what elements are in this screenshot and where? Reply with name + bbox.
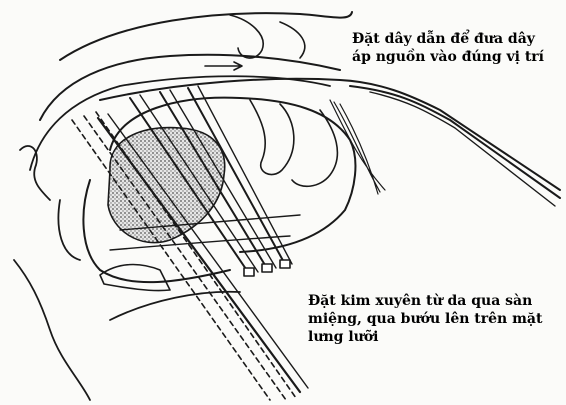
skull-curve-2 <box>280 22 305 58</box>
needle-hub-3 <box>280 260 290 268</box>
guide-wire-sheath-inner <box>370 92 555 206</box>
needle-hub-1 <box>244 268 254 276</box>
skull-curve <box>230 15 263 58</box>
guide-wire-caption-line2: áp nguồn vào đúng vị trí <box>352 48 544 66</box>
palate-outline <box>40 55 340 120</box>
face-profile <box>14 260 90 400</box>
neck-curve <box>110 292 240 320</box>
guide-wire-sheath <box>350 86 560 198</box>
needle-caption-line3: lưng lưỡi <box>308 328 542 346</box>
hyoid-shape <box>100 265 170 291</box>
tumor-region <box>108 128 225 243</box>
tongue-base <box>250 100 294 175</box>
upper-jaw-outline <box>60 12 352 60</box>
guide-wire-caption: Đặt dây dẫn để đưa dây áp nguồn vào đúng… <box>352 30 544 66</box>
needle-caption-line2: miệng, qua bướu lên trên mặt <box>308 310 542 328</box>
guide-wire-caption-line1: Đặt dây dẫn để đưa dây <box>352 30 544 48</box>
needle-caption: Đặt kim xuyên từ da qua sàn miệng, qua b… <box>308 292 542 346</box>
direction-arrow <box>205 62 242 70</box>
brush-ends <box>330 100 385 194</box>
chin-curve <box>58 200 80 260</box>
needle-hub-2 <box>262 264 272 272</box>
needle-caption-line1: Đặt kim xuyên từ da qua sàn <box>308 292 542 310</box>
